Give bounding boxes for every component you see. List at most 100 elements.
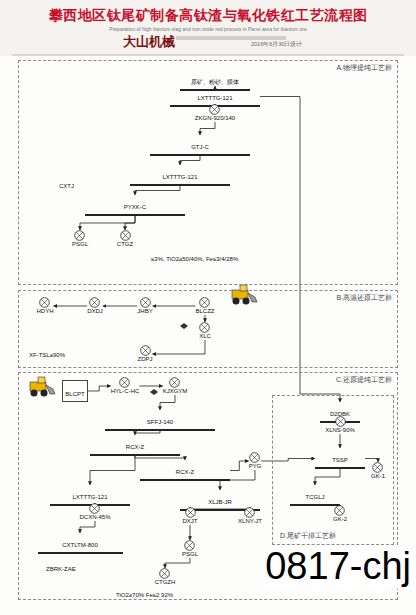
note: XF-TSL≥90% [28, 352, 66, 359]
equipment-symbol: KJXGYM [163, 377, 188, 395]
equipment-bar: TCGLJ [290, 485, 340, 506]
flow-line [153, 306, 196, 307]
valve-symbol [150, 389, 158, 395]
equipment-symbol: JHBY [137, 297, 152, 315]
equipment-label: LXTTTG-121 [72, 494, 107, 501]
equipment-bar: TSSP [315, 448, 365, 469]
equipment-symbol: CTGZ [117, 230, 133, 248]
equipment-label: PYG [249, 463, 262, 470]
flow-line [125, 216, 135, 230]
pump-symbol [184, 540, 195, 551]
header-stripe [176, 36, 286, 40]
valve-symbol [180, 323, 188, 329]
equipment-bar: LXTTTG-121 [130, 165, 230, 186]
equipment-label: ZKGN-920/140 [195, 115, 235, 122]
loader-icon [232, 285, 257, 305]
flow-line [135, 186, 180, 195]
flow-line [160, 395, 175, 410]
equipment-symbol: DXJT [183, 507, 198, 525]
flow-line [80, 216, 135, 230]
equipment-symbol: PSGL [72, 230, 88, 248]
equipment-symbol: XLNS-90% [325, 416, 355, 434]
equipment-label: CTGZH [155, 579, 176, 586]
pump-symbol [334, 505, 345, 516]
flow-line [204, 315, 205, 322]
flow-line [80, 521, 95, 533]
pump-symbol [119, 377, 130, 388]
equipment-symbol: DXDJ [87, 297, 103, 315]
title-box: 攀西地区钛尾矿制备高钛渣与氧化铁红工艺流程图 [0, 6, 416, 25]
pump-symbol [185, 507, 196, 518]
equipment-label: PSGL [182, 551, 198, 558]
equipment-label: XLC [199, 333, 211, 340]
note: ≤3%, TiO2≥50/40%, Fe≤3/4/28% [150, 256, 239, 263]
flow-line [139, 386, 162, 387]
flow-line [340, 434, 341, 448]
pump-symbol [169, 377, 180, 388]
note: TiO2≥70% Fe≤2 92% [115, 592, 174, 599]
equipment-label: TSSP [332, 457, 348, 464]
equipment-label: SFFJ-140 [147, 419, 173, 426]
pump-symbol [244, 507, 255, 518]
pump-symbol [39, 297, 50, 308]
pump-symbol [140, 345, 151, 356]
note: CXTJ [58, 183, 75, 190]
title: 攀西地区钛尾矿制备高钛渣与氧化铁红工艺流程图 [49, 7, 368, 23]
equipment-symbol: PYG [249, 452, 262, 470]
equipment-label: LXTTTG-121 [197, 95, 232, 102]
equipment-label: XLNS-90% [325, 427, 355, 434]
pump-symbol [249, 452, 260, 463]
equipment-label: XLNY-JT [238, 518, 262, 525]
watermark: 0817-chj [264, 545, 412, 589]
header-band [0, 0, 416, 56]
pump-symbol [199, 322, 210, 333]
equipment-label: RCX-Z [176, 469, 194, 476]
pump-symbol [335, 416, 346, 427]
pump-symbol [120, 230, 131, 241]
flow-line [365, 459, 378, 463]
flow-line [180, 156, 200, 165]
equipment-label: 原矿、粉砂、膜体 [191, 79, 239, 86]
flow-line [260, 97, 340, 403]
equipment-symbol: HYL-C-HC [111, 377, 140, 395]
equipment-label: XLJB-JR [208, 499, 232, 506]
equipment-label: LXTTTG-121 [162, 174, 197, 181]
pump-symbol [159, 568, 170, 579]
equipment-symbol: ZKGN-920/140 [195, 104, 235, 122]
flow-line [88, 386, 111, 391]
note: ZBRK-ZAE [45, 566, 77, 573]
equipment-bar: RCX-Z [90, 435, 180, 456]
equipment-bar: RCX-Z [140, 460, 230, 481]
equipment-symbol: XLNY-JT [238, 507, 262, 525]
flow-line [189, 525, 190, 540]
pump-symbol [89, 297, 100, 308]
loader-icon [30, 377, 55, 397]
equipment-label: KJXGYM [163, 388, 188, 395]
equipment-label: GK-1 [371, 473, 385, 480]
process-group: D2DBKXLNS-90%TSSPGK-1TCGLJGK-2D.尾矿干排工艺群 [272, 395, 394, 545]
equipment-label: ZDPJ [138, 356, 153, 363]
header-text: Preparation of high titanium slag and ir… [108, 27, 307, 33]
header-rule [12, 55, 404, 56]
pump-symbol [209, 104, 220, 115]
flow-line [90, 456, 135, 485]
equipment-label: DXJT [183, 518, 198, 525]
pump-symbol [140, 297, 151, 308]
equipment-bar: GTJ-C [150, 135, 250, 156]
equipment-label: BLCPT [65, 391, 84, 398]
group-heading: D.尾矿干排工艺群 [279, 532, 337, 540]
equipment-bar: PYXK-C [85, 195, 185, 216]
equipment-symbol: DCXN-45% [79, 503, 110, 521]
flow-line [165, 558, 190, 568]
equipment-symbol: GK-1 [371, 462, 385, 480]
pump-symbol [199, 297, 210, 308]
equipment-label: JHBY [137, 308, 152, 315]
equipment-bar: 原矿、粉砂、膜体 [180, 70, 250, 91]
equipment-bar: LXTTTG-121 [50, 485, 130, 506]
equipment-symbol: GK-2 [333, 505, 347, 523]
equipment-symbol: ZDPJ [138, 345, 153, 363]
process-box: BLCPT [62, 380, 87, 402]
equipment-label: GK-2 [333, 516, 347, 523]
